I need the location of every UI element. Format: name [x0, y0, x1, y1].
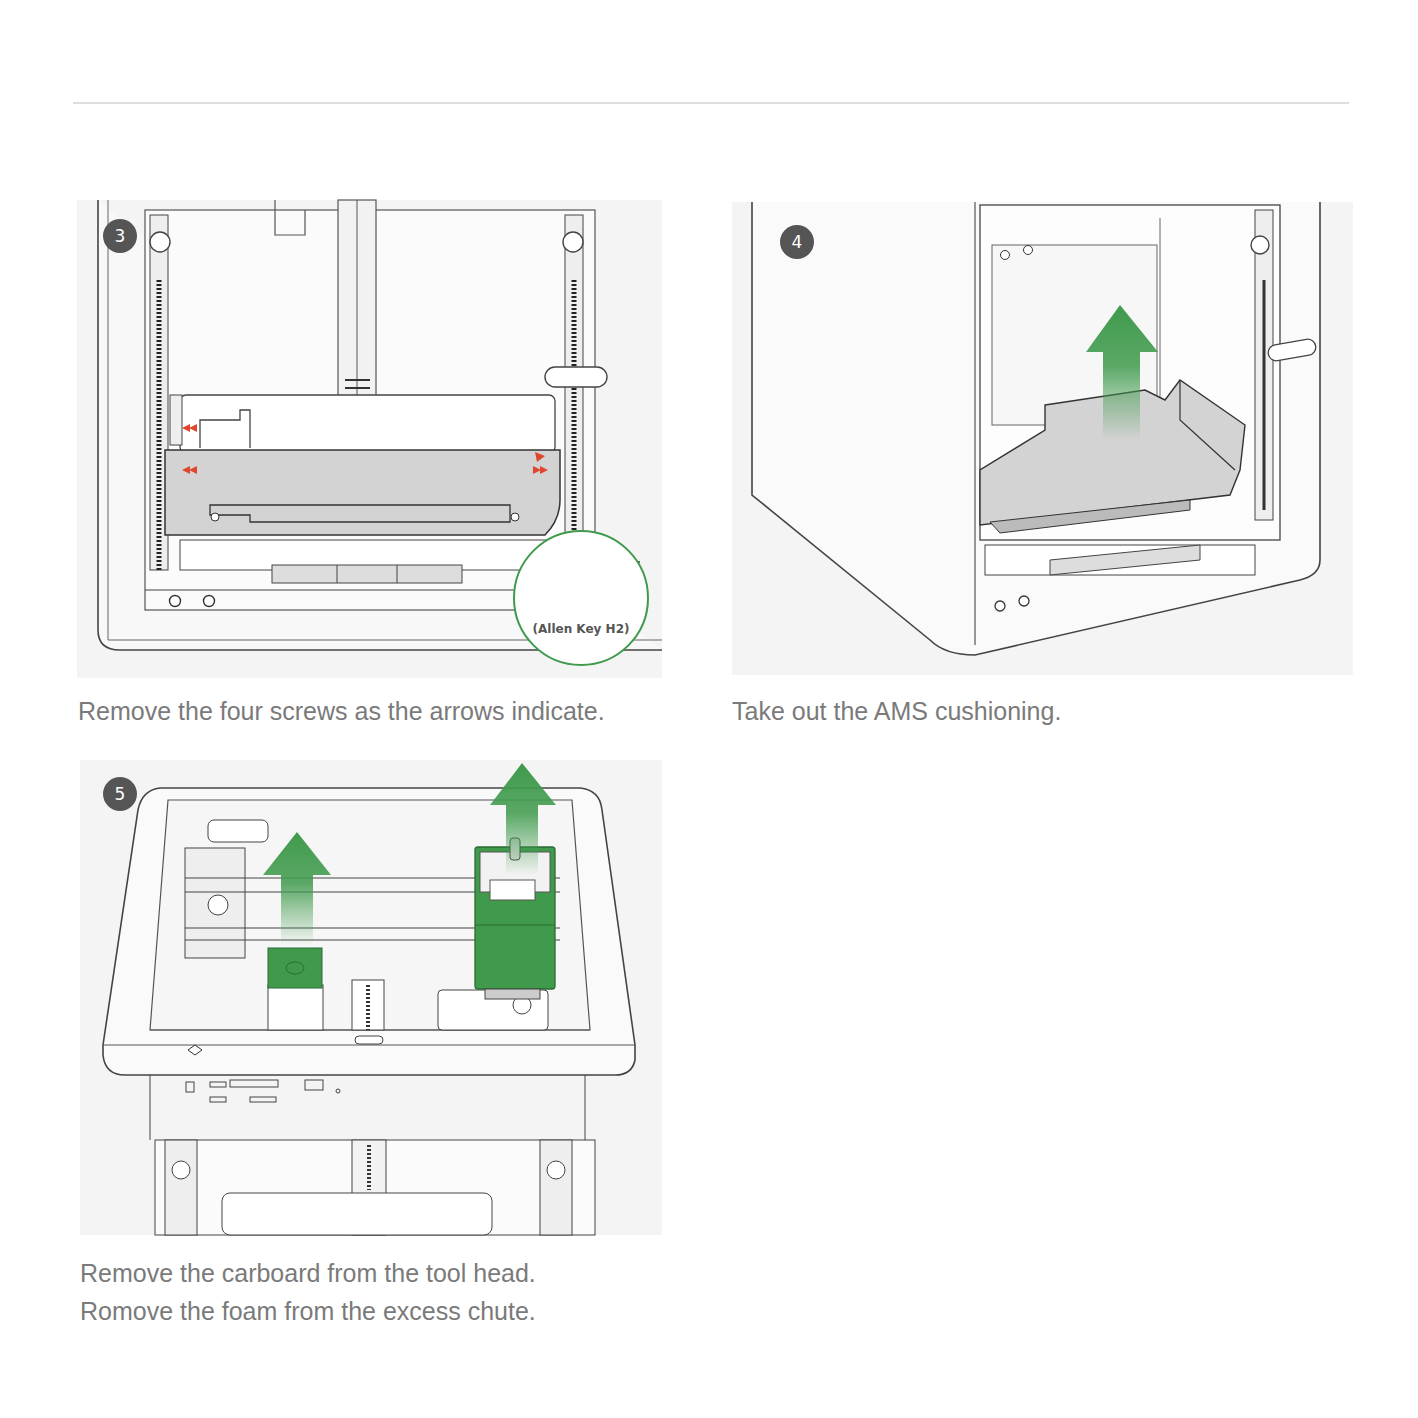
circle-outline — [513, 530, 649, 666]
step3-illustration — [77, 200, 662, 678]
step-number-circle: 5 — [103, 777, 137, 811]
step-caption: Remove the carboard from the tool head. — [80, 1259, 536, 1288]
step-number-circle: 4 — [780, 225, 814, 259]
header-rule — [73, 102, 1349, 103]
tool-label: (Allen Key H2) — [513, 622, 649, 636]
step-number: 5 — [103, 784, 137, 804]
step4-illustration — [732, 202, 1353, 675]
step5-illustration — [80, 760, 662, 1235]
step-number: 4 — [780, 232, 814, 252]
step-caption: Take out the AMS cushioning. — [732, 697, 1061, 726]
step-number: 3 — [103, 226, 137, 246]
step-caption: Remove the four screws as the arrows ind… — [78, 697, 605, 726]
step-number-circle: 3 — [103, 219, 137, 253]
step-caption: Romove the foam from the excess chute. — [80, 1297, 536, 1326]
magnifier-callout: (Allen Key H2) — [513, 530, 649, 666]
